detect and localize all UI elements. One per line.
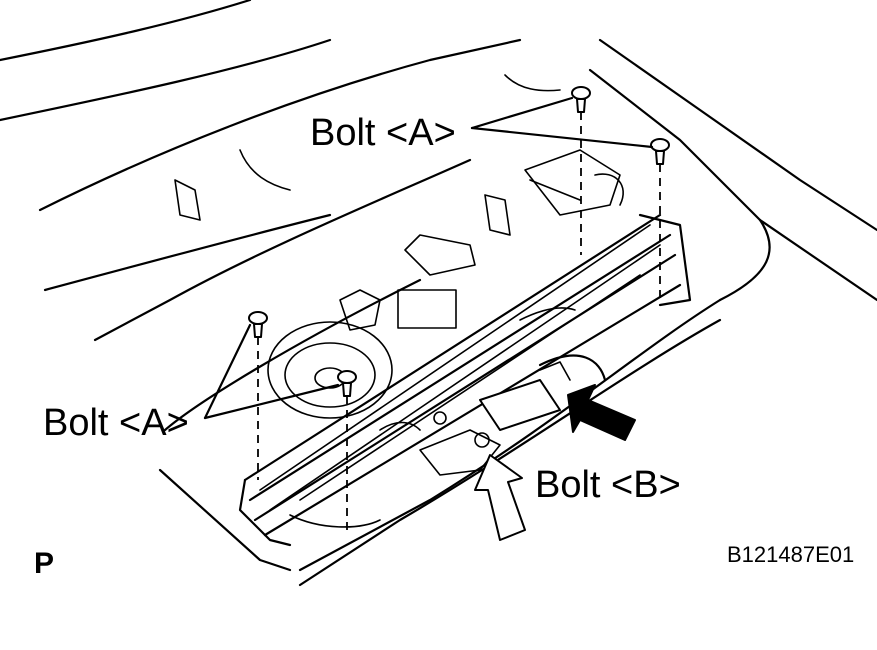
wiper-link-assembly — [238, 213, 692, 547]
vehicle-body-outline — [0, 0, 877, 587]
view-letter: P — [34, 547, 54, 580]
arrow-solid-icon — [567, 384, 636, 441]
bolt-a-top-left — [571, 86, 591, 113]
arrow-hollow-icon — [474, 454, 526, 541]
bolt-a-left — [248, 311, 268, 338]
bolt-a-center — [337, 370, 357, 397]
round-recess — [267, 321, 393, 419]
leader-lines — [203, 96, 654, 420]
bolt-drop-lines — [257, 112, 661, 530]
cowl-details — [174, 149, 624, 331]
figure-code: B121487E01 — [727, 542, 854, 567]
bolt-a-top-right — [650, 138, 670, 165]
bolt-b-label: Bolt <B> — [535, 464, 681, 506]
bolt-a-left-label: Bolt <A> — [43, 402, 189, 444]
bolt-a-top-label: Bolt <A> — [310, 112, 456, 154]
